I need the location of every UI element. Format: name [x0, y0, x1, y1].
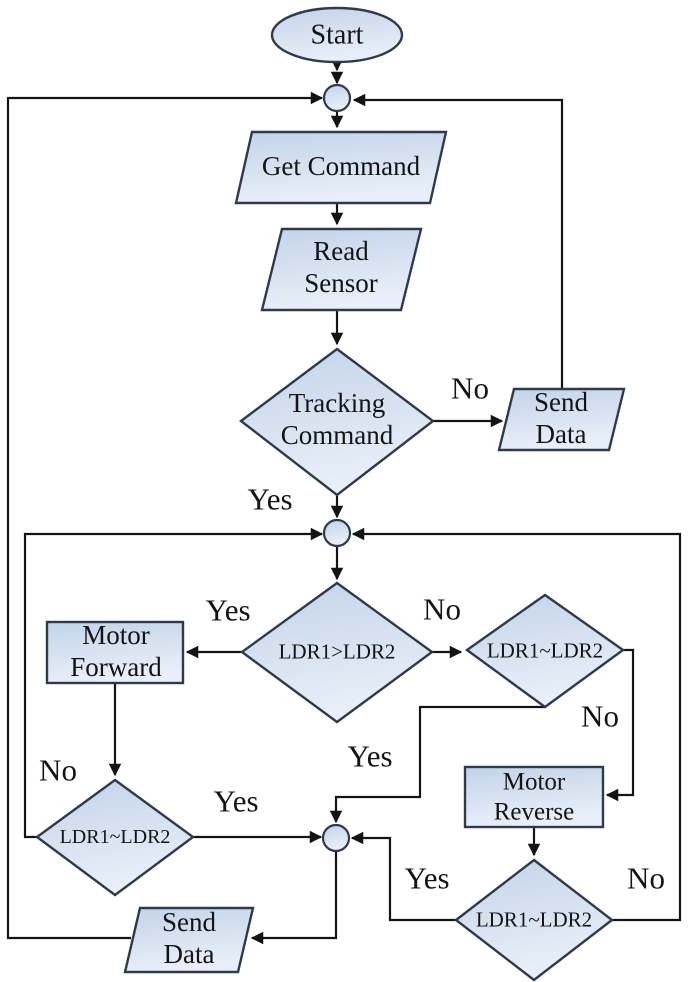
- junction2-node: [322, 518, 352, 548]
- label-line: Motor: [82, 620, 150, 651]
- settle-left-no-label: No: [39, 752, 77, 788]
- send-data-bottom-node-shape: [123, 906, 255, 974]
- settle-bottom-yes-label: Yes: [404, 860, 450, 896]
- edge-senddata-top-loop-to-junction1: [352, 93, 564, 389]
- compare-yes-label: Yes: [205, 592, 251, 628]
- motor-reverse-node-shape: [463, 765, 605, 829]
- edge-settlemid-no-to-motorreverse: [605, 648, 635, 802]
- send-data-bottom-label: Send Data: [162, 907, 216, 971]
- send-data-top-node-shape: [497, 387, 626, 452]
- ldr-compare-node-shape: [239, 581, 435, 724]
- get-command-label: Get Command: [261, 151, 421, 182]
- label-line: Motor: [502, 768, 566, 796]
- junction3-node: [321, 823, 351, 853]
- label-line: Sensor: [304, 268, 378, 298]
- tracking-yes-label: Yes: [247, 481, 293, 517]
- edge-senddata-bottom-loop-to-junction1: [6, 91, 324, 940]
- ldr-settle-bottom-node-shape: [454, 858, 614, 982]
- send-data-top-label: Send Data: [534, 387, 588, 451]
- read-sensor-label: Read Sensor: [304, 236, 378, 300]
- tracking-command-label: Tracking Command: [281, 388, 394, 452]
- label-line: Forward: [70, 652, 162, 682]
- motor-forward-label: Motor Forward: [70, 620, 161, 684]
- edge-settlemid-yes-to-junction3: [329, 705, 545, 824]
- read-sensor-node-shape: [260, 227, 423, 312]
- ldr-settle-left-node-shape: [34, 778, 196, 897]
- ldr-settle-mid-label: LDR1~LDR2: [486, 638, 604, 663]
- ldr-settle-mid-node-shape: [464, 593, 626, 709]
- settle-mid-no-label: No: [581, 698, 619, 734]
- motor-reverse-label: Motor Reverse: [494, 768, 575, 827]
- tracking-no-label: No: [451, 370, 489, 406]
- label-line: Reverse: [493, 798, 575, 825]
- label-line: Command: [280, 420, 394, 450]
- motor-forward-node-shape: [45, 620, 185, 685]
- label-line: Send: [534, 387, 588, 418]
- settle-left-yes-label: Yes: [213, 783, 259, 819]
- label-line: Send: [162, 907, 216, 938]
- edge-settlebottom-yes-to-junction3: [350, 831, 456, 922]
- label-line: Tracking: [288, 388, 386, 419]
- ldr-settle-bottom-label: LDR1~LDR2: [475, 907, 593, 932]
- edge-settlebottom-no-loop-to-junction2: [351, 527, 682, 922]
- ldr-compare-label: LDR1>LDR2: [278, 639, 396, 664]
- label-line: Data: [535, 419, 587, 449]
- start-label: Start: [310, 19, 364, 51]
- ldr-settle-left-label: LDR1~LDR2: [59, 826, 171, 849]
- tracking-command-node-shape: [239, 347, 435, 497]
- get-command-node-shape: [234, 130, 448, 205]
- settle-bottom-no-label: No: [627, 860, 665, 896]
- label-line: Data: [163, 939, 215, 969]
- start-node-shape: [270, 6, 404, 64]
- compare-no-label: No: [423, 591, 461, 627]
- settle-mid-yes-label: Yes: [347, 738, 393, 774]
- label-line: Read: [313, 236, 369, 267]
- junction1-node: [322, 83, 352, 113]
- edge-junction3-to-senddata-bottom: [250, 851, 338, 945]
- edge-settleleft-no-loop-to-junction2: [23, 527, 324, 839]
